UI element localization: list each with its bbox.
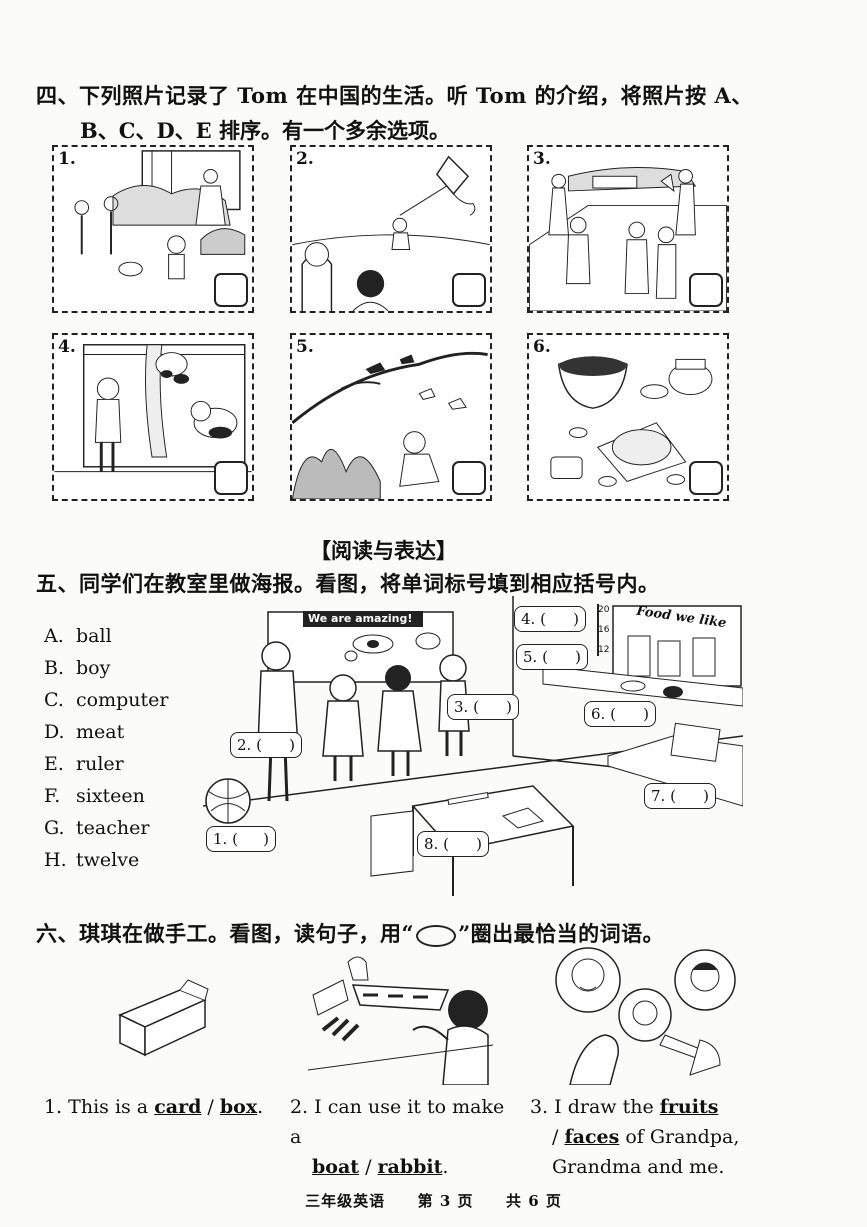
- classroom-scene: [202, 596, 744, 896]
- word-item-f: F.sixteen: [44, 785, 145, 807]
- footer-grade: 三年级英语: [305, 1192, 386, 1210]
- photo-6-number: 6.: [533, 337, 551, 357]
- blank-4[interactable]: 4. (): [514, 606, 586, 632]
- option-boat[interactable]: boat: [312, 1156, 360, 1178]
- photo-5-answer-box[interactable]: [452, 461, 486, 495]
- photo-4-drawing: [54, 344, 252, 473]
- blank-3[interactable]: 3. (): [447, 694, 519, 720]
- classroom-drawing: [202, 596, 744, 896]
- oval-mark-icon: [416, 924, 457, 947]
- blank-6[interactable]: 6. (): [584, 701, 656, 727]
- option-box[interactable]: box: [219, 1096, 258, 1118]
- footer-total: 共 6 页: [505, 1192, 562, 1210]
- photo-2: 2.: [290, 145, 492, 313]
- photo-1-drawing: [74, 150, 246, 280]
- photo-3: 3.: [527, 145, 729, 313]
- word-item-b: B.boy: [44, 657, 111, 679]
- word-item-h: H.twelve: [44, 849, 140, 871]
- photo-5-number: 5.: [296, 337, 314, 357]
- craft-faces-picture: [550, 945, 740, 1086]
- craft-box-picture: [110, 975, 210, 1060]
- blank-5[interactable]: 5. (): [516, 644, 588, 670]
- footer-page: 第 3 页: [417, 1192, 474, 1210]
- photo-2-drawing: [292, 155, 490, 311]
- poster-title: We are amazing!: [308, 612, 413, 625]
- reading-heading: 【阅读与表达】: [310, 538, 457, 563]
- blank-8[interactable]: 8. (): [417, 831, 489, 857]
- section6-title: 六、琪琪在做手工。看图，读句子，用“”圈出最恰当的词语。: [36, 921, 665, 947]
- photo-3-number: 3.: [533, 149, 551, 169]
- craft-dragon-boat-picture: [307, 950, 494, 1086]
- photo-2-number: 2.: [296, 149, 314, 169]
- photo-6-drawing: [550, 356, 713, 487]
- photo-4-number: 4.: [58, 337, 76, 357]
- sentence-3: 3. I draw the fruits / faces of Grandpa,…: [530, 1096, 740, 1178]
- photo-1: 1.: [52, 145, 254, 313]
- photo-5: 5.: [290, 333, 492, 501]
- sentence-2: 2. I can use it to make a boat / rabbit.: [290, 1096, 505, 1178]
- photo-3-answer-box[interactable]: [689, 273, 723, 307]
- blank-1[interactable]: 1. (): [206, 826, 276, 852]
- photo-4: 4.: [52, 333, 254, 501]
- section4-title-cont: B、C、D、E 排序。有一个多余选项。: [80, 118, 450, 143]
- blank-7[interactable]: 7. (): [644, 783, 716, 809]
- word-item-a: A.ball: [44, 625, 112, 647]
- photo-1-number: 1.: [58, 149, 76, 169]
- ruler-mark-16: 16: [598, 625, 610, 635]
- dragon-boat-drawing: [307, 956, 494, 1086]
- photo-2-answer-box[interactable]: [452, 273, 486, 307]
- word-list: A.ball B.boy C.computer D.meat E.ruler F…: [44, 620, 168, 876]
- blank-2[interactable]: 2. (): [230, 732, 302, 758]
- photo-1-answer-box[interactable]: [214, 273, 248, 307]
- page-footer: 三年级英语 第 3 页 共 6 页: [0, 1190, 867, 1211]
- ruler-mark-20: 20: [598, 605, 610, 615]
- word-item-g: G.teacher: [44, 817, 150, 839]
- section5-title: 五、同学们在教室里做海报。看图，将单词标号填到相应括号内。: [36, 571, 660, 596]
- option-card[interactable]: card: [154, 1096, 202, 1118]
- box-drawing: [118, 979, 209, 1057]
- sentence-1: 1. This is a card / box.: [44, 1096, 264, 1118]
- word-item-e: E.ruler: [44, 753, 124, 775]
- section4-title: 四、下列照片记录了 Tom 在中国的生活。听 Tom 的介绍，将照片按 A、: [36, 83, 753, 108]
- option-fruits[interactable]: fruits: [659, 1096, 719, 1118]
- option-rabbit[interactable]: rabbit: [377, 1156, 443, 1178]
- faces-drawing: [555, 947, 736, 1086]
- photo-3-drawing: [529, 167, 727, 311]
- word-item-c: C.computer: [44, 689, 169, 711]
- option-faces[interactable]: faces: [564, 1126, 620, 1148]
- ruler-mark-12: 12: [598, 645, 610, 655]
- photo-6: 6.: [527, 333, 729, 501]
- photo-4-answer-box[interactable]: [214, 461, 248, 495]
- photo-5-drawing: [292, 351, 488, 499]
- photo-6-answer-box[interactable]: [689, 461, 723, 495]
- word-item-d: D.meat: [44, 721, 125, 743]
